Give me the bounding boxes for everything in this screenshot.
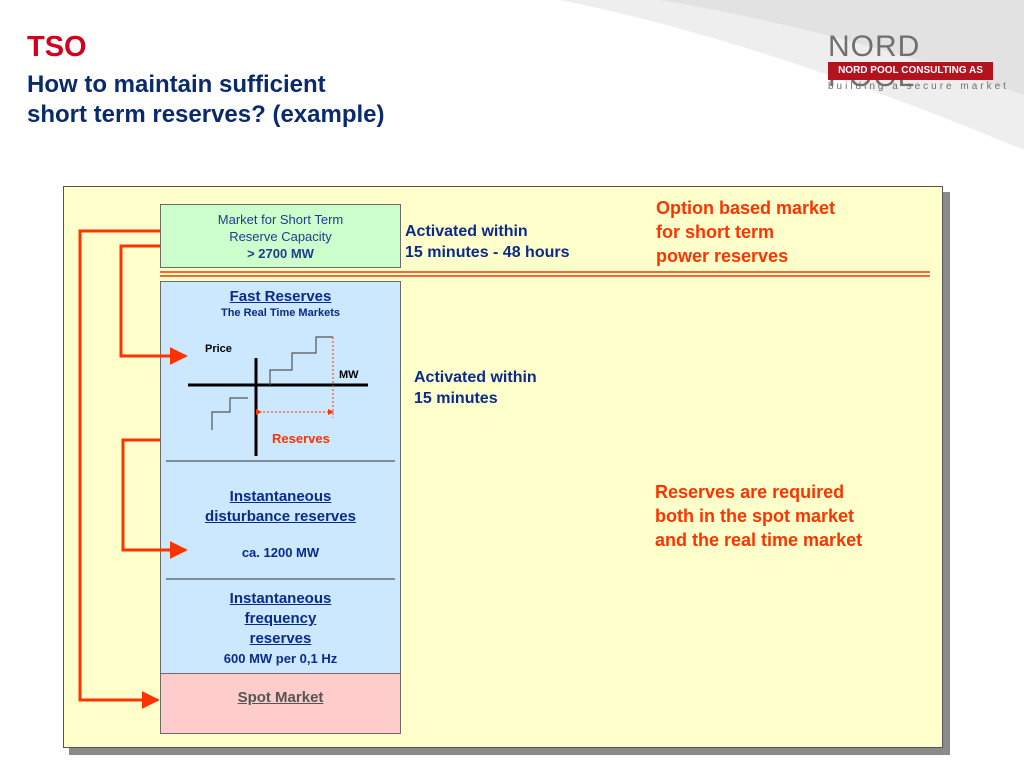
- instant-disturbance-line-2: disturbance reserves: [205, 508, 356, 525]
- reserves-required-note: Reserves are required both in the spot m…: [655, 480, 862, 552]
- logo-bar: NORD POOL CONSULTING AS: [828, 62, 993, 80]
- option-note-line-3: power reserves: [656, 246, 789, 266]
- activation-2-line-1: Activated within: [414, 369, 537, 386]
- fast-reserves-subtitle: The Real Time Markets: [220, 307, 340, 319]
- logo-tagline: building a secure market: [828, 81, 1009, 92]
- option-market-note: Option based market for short term power…: [656, 196, 835, 268]
- subtitle-line-1: How to maintain sufficient: [27, 71, 326, 98]
- required-note-line-2: both in the spot market: [655, 506, 855, 526]
- option-note-line-1: Option based market: [656, 198, 836, 218]
- activation-1-line-1: Activated within: [405, 223, 528, 240]
- instant-disturbance-title: Instantaneous disturbance reserves: [160, 487, 401, 527]
- spot-market-box: [160, 673, 401, 734]
- required-note-line-1: Reserves are required: [655, 482, 845, 502]
- mw-axis-label: MW: [339, 369, 359, 381]
- market-box-line-2: Reserve Capacity: [229, 229, 332, 244]
- required-note-line-3: and the real time market: [655, 530, 863, 550]
- spot-market-label: Spot Market: [237, 689, 324, 706]
- market-reserve-capacity-box: Market for Short Term Reserve Capacity >…: [160, 204, 401, 268]
- nord-pool-logo: NORD POOL NORD POOL CONSULTING AS buildi…: [828, 32, 1006, 94]
- page-title: TSO: [27, 31, 87, 63]
- price-axis-label: Price: [205, 343, 232, 355]
- activation-2-line-2: 15 minutes: [414, 390, 498, 407]
- instant-frequency-value: 600 MW per 0,1 Hz: [223, 651, 338, 666]
- subtitle-line-2: short term reserves? (example): [27, 101, 385, 128]
- activation-note-1: Activated within 15 minutes - 48 hours: [405, 221, 570, 263]
- option-note-line-2: for short term: [656, 222, 775, 242]
- instant-disturbance-line-1: Instantaneous: [229, 488, 332, 505]
- reserves-label: Reserves: [272, 431, 330, 446]
- instant-disturbance-value: ca. 1200 MW: [241, 545, 320, 560]
- market-box-line-1: Market for Short Term: [217, 212, 344, 227]
- background-swoosh: [560, 0, 1024, 150]
- instant-frequency-line-3: reserves: [249, 630, 312, 647]
- instant-frequency-line-1: Instantaneous: [229, 590, 332, 607]
- market-box-line-3: > 2700 MW: [247, 246, 314, 261]
- instant-frequency-title: Instantaneous frequency reserves: [160, 589, 401, 649]
- fast-reserves-title: Fast Reserves: [229, 288, 332, 305]
- page-subtitle: How to maintain sufficient short term re…: [27, 70, 385, 130]
- activation-note-2: Activated within 15 minutes: [414, 367, 537, 409]
- instant-frequency-line-2: frequency: [244, 610, 317, 627]
- activation-1-line-2: 15 minutes - 48 hours: [405, 244, 570, 261]
